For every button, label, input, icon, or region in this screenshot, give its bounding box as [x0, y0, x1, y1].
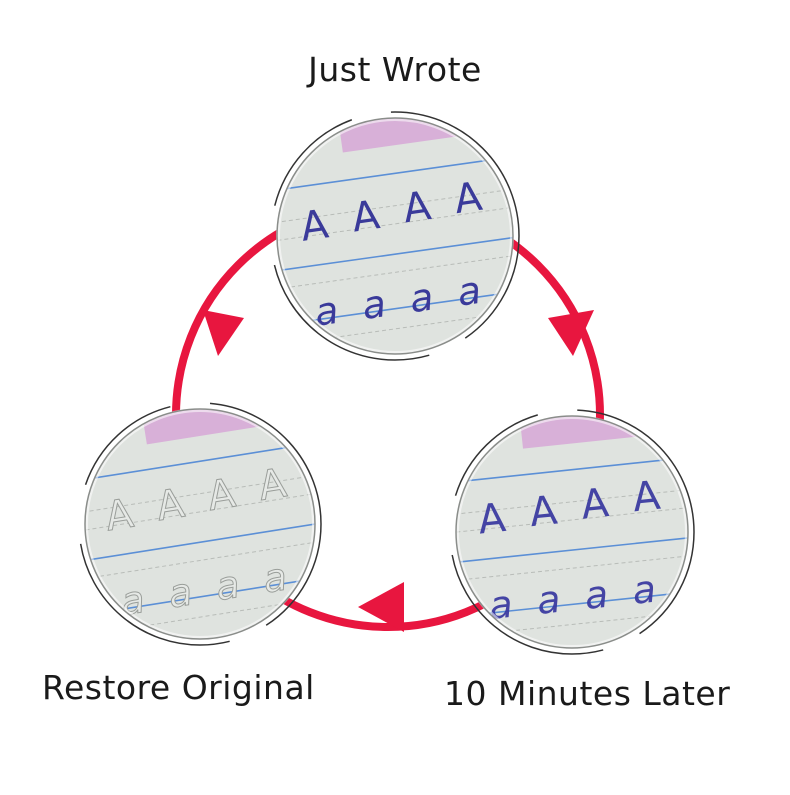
arrow-to-just-wrote — [203, 310, 244, 356]
rule-line — [456, 505, 688, 535]
traced-lowercase-letter: a — [630, 567, 658, 613]
paper — [456, 416, 688, 648]
lens-highlight — [455, 415, 689, 649]
traced-uppercase-letter: A — [579, 480, 612, 529]
lens-edge — [84, 408, 316, 640]
arrow-to-restore — [358, 582, 404, 632]
bubble-rim — [449, 409, 695, 655]
caption-restore-original: Restore Original — [42, 668, 315, 707]
traced-uppercase-letter: A — [476, 495, 509, 544]
caption-just-wrote: Just Wrote — [308, 50, 482, 89]
paper — [85, 409, 315, 639]
page-tab — [337, 118, 513, 153]
rule-line — [85, 472, 315, 516]
lens-highlight — [84, 408, 316, 640]
rule-line — [456, 553, 688, 583]
traced-uppercase-letter: A — [527, 488, 560, 537]
bubble-rim — [270, 111, 520, 361]
rule-line — [277, 204, 513, 244]
rule-line — [85, 537, 315, 582]
rule-line — [277, 186, 513, 226]
bubble-rim — [78, 402, 322, 646]
rule-line — [456, 455, 688, 486]
rule-line — [277, 154, 513, 195]
lens-edge — [455, 415, 689, 649]
traced-uppercase-letter: A — [102, 491, 137, 541]
traced-lowercase-letter: a — [582, 572, 610, 618]
traced-uppercase-letter: A — [630, 473, 663, 522]
lens-highlight — [276, 117, 514, 355]
rule-line — [456, 487, 688, 517]
rule-line — [277, 251, 513, 292]
paper — [277, 118, 513, 354]
page-tab — [140, 409, 315, 445]
arrow-to-10-minutes — [548, 310, 594, 356]
rule-line — [85, 440, 315, 485]
rule-line — [85, 519, 315, 564]
lens-edge — [276, 117, 514, 355]
rule-line — [85, 490, 315, 534]
rule-line — [456, 534, 688, 565]
caption-10-minutes-later: 10 Minutes Later — [444, 674, 731, 713]
traced-lowercase-letter: a — [535, 577, 563, 623]
rule-line — [277, 233, 513, 274]
